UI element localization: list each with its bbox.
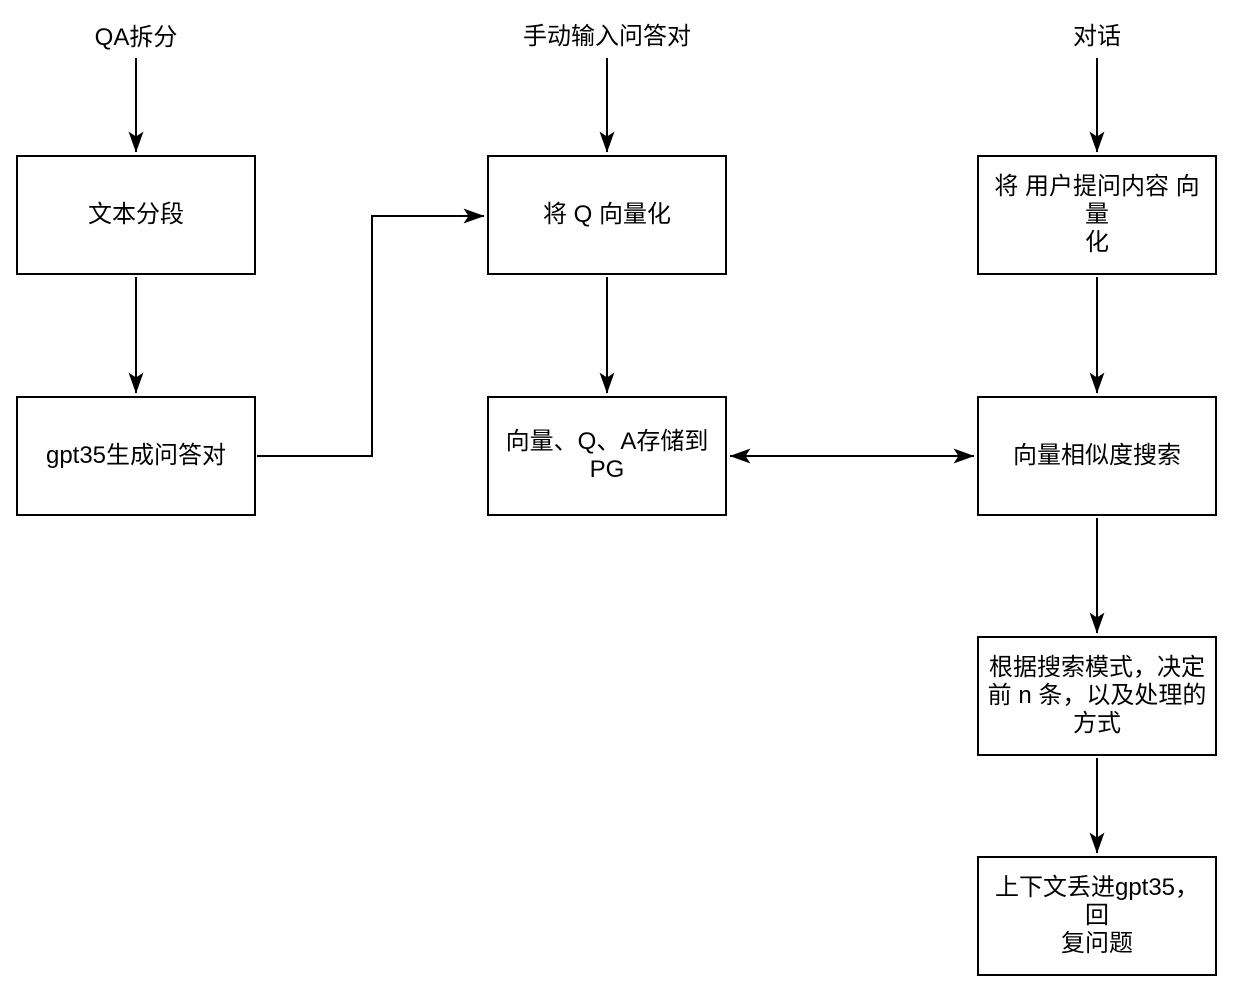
node-text-segment: 文本分段: [16, 155, 256, 275]
node-vectorize-user-question: 将 用户提问内容 向量 化: [977, 155, 1217, 275]
node-gpt35-generate-qa: gpt35生成问答对: [16, 396, 256, 516]
label-manual-qa: 手动输入问答对: [523, 23, 691, 50]
node-gpt35-reply: 上下文丢进gpt35，回 复问题: [977, 856, 1217, 976]
node-store-to-pg: 向量、Q、A存储到 PG: [487, 396, 727, 516]
node-vector-similarity-search: 向量相似度搜索: [977, 396, 1217, 516]
label-qa-split: QA拆分: [94, 24, 178, 51]
label-dialog: 对话: [1073, 23, 1121, 50]
connector-gpt35-generate-qa-to-vectorize-q: [257, 208, 485, 457]
node-search-mode-decision: 根据搜索模式，决定 前 n 条，以及处理的 方式: [977, 636, 1217, 756]
node-vectorize-q: 将 Q 向量化: [487, 155, 727, 275]
